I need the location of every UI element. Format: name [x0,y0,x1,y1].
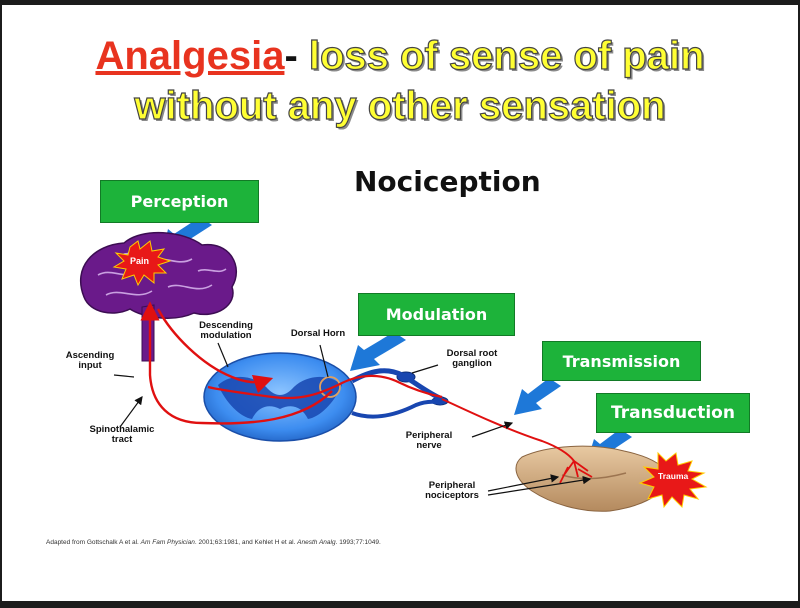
modulation-box: Modulation [358,293,515,336]
peripheral-nerve-pointer [471,421,514,438]
ascending-input-label: Ascending input [65,350,115,371]
dorsal-horn-label: Dorsal Horn [290,328,346,339]
transduction-box: Transduction [596,393,750,433]
perception-box: Perception [100,180,259,223]
title-line-2: without any other sensation [2,81,798,131]
peripheral-nerve-label: Peripheral nerve [405,430,453,451]
citation-mid: . 2001;63:1981, and Kehlet H et al. [194,539,298,546]
descending-pointer [217,342,229,368]
citation-prefix: Adapted from Gottschalk A et al. [46,539,141,546]
nociceptor-pointer-b [487,475,592,496]
diagram-heading: Nociception [354,165,541,198]
trauma-label: Trauma [658,471,689,481]
slide: Analgesia- loss of sense of pain without… [2,5,798,601]
peripheral-nociceptors-label: Peripheral nociceptors [425,480,479,501]
title-line-1: Analgesia- loss of sense of pain [2,31,798,81]
nerve-root-ventral [351,399,443,419]
citation-journal-1: Am Fam Physician [140,539,195,546]
drg-pointer [411,364,439,374]
title-definition-2: without any other sensation [134,83,666,128]
nociceptor-pointer-a [487,474,560,492]
citation-journal-2: Anesth Analg [297,539,336,546]
pain-label: Pain [130,256,150,266]
spinothalamic-pointer [119,396,143,428]
descending-modulation-label: Descending modulation [199,320,253,341]
citation-suffix: . 1993;77:1049. [335,539,381,546]
transmission-box: Transmission [542,341,701,381]
dorsal-horn-pointer [319,344,329,378]
modulation-arrow [350,332,406,371]
title-definition-1: loss of sense of pain [297,33,705,78]
dorsal-horn-marker [319,376,341,398]
citation: Adapted from Gottschalk A et al. Am Fam … [46,539,381,546]
transmission-arrow [514,378,561,415]
nociception-diagram [79,217,708,512]
slide-title: Analgesia- loss of sense of pain without… [2,31,798,131]
trauma-burst [638,451,708,509]
nerve-root [350,368,444,402]
title-dash: - [284,34,298,78]
ascending-pointer [113,374,135,378]
pain-burst [112,240,172,287]
peripheral-nerve-fiber [441,398,575,462]
title-term: Analgesia [95,34,285,78]
spinothalamic-tract-label: Spinothalamic tract [89,424,155,445]
descending-pathway [156,308,274,394]
dorsal-root-ganglion-label: Dorsal root ganglion [446,348,498,369]
ascending-pathway [140,301,333,425]
spinothalamic-pathway [207,374,443,400]
nociceptor-branches [559,460,593,484]
tissue-block [515,445,667,512]
